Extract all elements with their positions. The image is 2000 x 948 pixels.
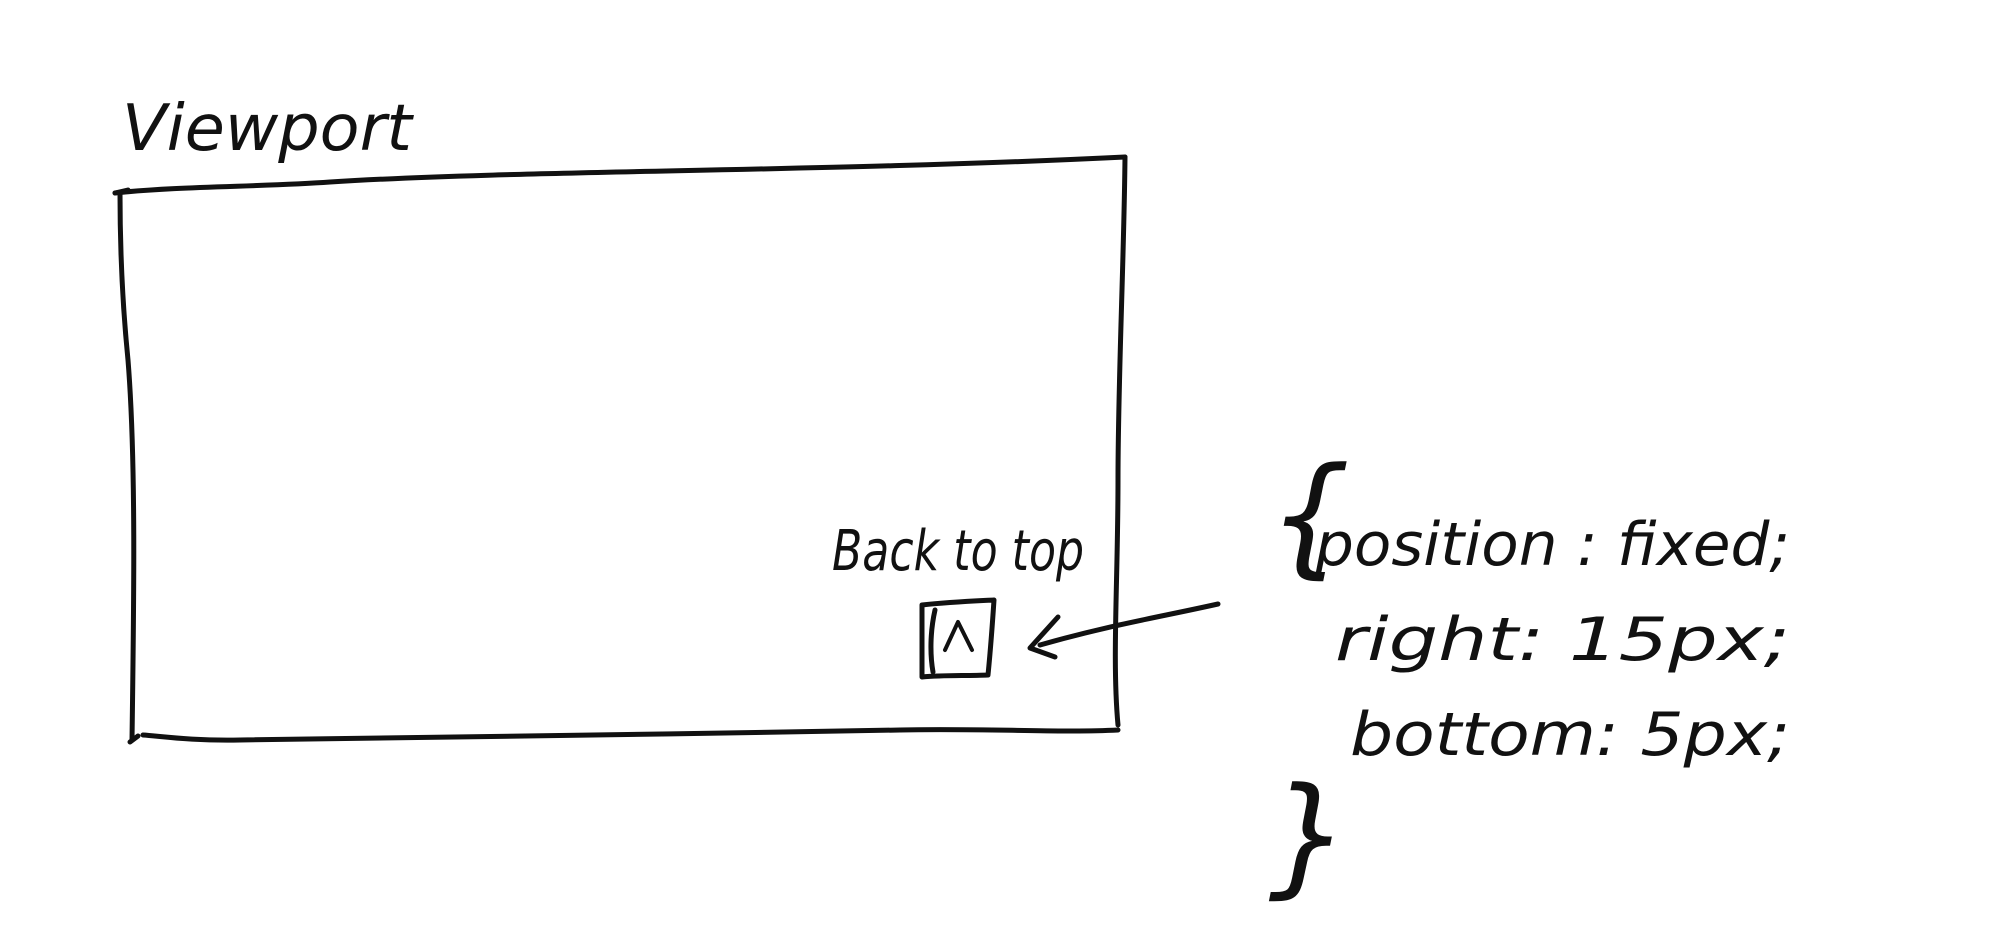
viewport-label: Viewport	[122, 92, 415, 166]
chevron-up-icon	[943, 620, 974, 652]
close-brace: }	[1268, 759, 1351, 911]
back-to-top-label: Back to top	[832, 519, 1084, 584]
css-rule-bottom: bottom: 5px;	[1350, 700, 1790, 770]
viewport-frame	[112, 154, 1128, 745]
css-rule-position: position : fixed;	[1314, 510, 1790, 580]
pointer-arrow	[1027, 601, 1221, 660]
css-rules: position : fixed; right: 15px; bottom: 5…	[1314, 510, 1790, 770]
back-to-top-button	[919, 597, 997, 680]
css-rule-right: right: 15px;	[1335, 605, 1790, 675]
open-brace: {	[1268, 439, 1351, 591]
